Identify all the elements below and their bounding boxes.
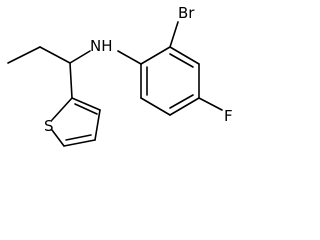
bond-thiophene-c5-s	[51, 129, 65, 147]
bond-ring-c5-c6	[140, 97, 171, 116]
bromine-label: Br	[178, 4, 195, 22]
bond-ring-c4-c5-inner	[169, 94, 194, 109]
nitrogen-label: NH	[90, 37, 113, 55]
bond-methine-thiophene	[69, 62, 73, 99]
bond-thiophene-c4-c5-inner	[65, 134, 92, 141]
bond-thiophene-c2-c3-inner	[74, 103, 98, 115]
bond-methylene-methine	[39, 46, 71, 64]
bond-thiophene-c3-c4	[94, 109, 101, 141]
bond-ring-c2-c3-inner	[169, 53, 194, 68]
fluorine-label: F	[224, 107, 233, 125]
bond-thiophene-c2-c3	[71, 97, 101, 111]
bond-nitrogen-aryl	[117, 50, 142, 65]
bond-thiophene-c4-c5	[63, 139, 96, 147]
bond-ring-c4-c5	[169, 97, 200, 116]
bond-ring-c2-c3	[169, 46, 200, 65]
bond-thiophene-s-c2	[51, 97, 73, 121]
bond-ring-bromine	[169, 21, 179, 48]
bond-methine-nitrogen	[69, 50, 91, 64]
bond-methyl-methylene	[7, 46, 41, 64]
bond-ring-fluorine	[198, 97, 223, 111]
molecule-structure: NH Br F S	[7, 4, 233, 147]
sulfur-label: S	[44, 117, 54, 135]
bond-ring-c1-c2	[140, 46, 171, 65]
